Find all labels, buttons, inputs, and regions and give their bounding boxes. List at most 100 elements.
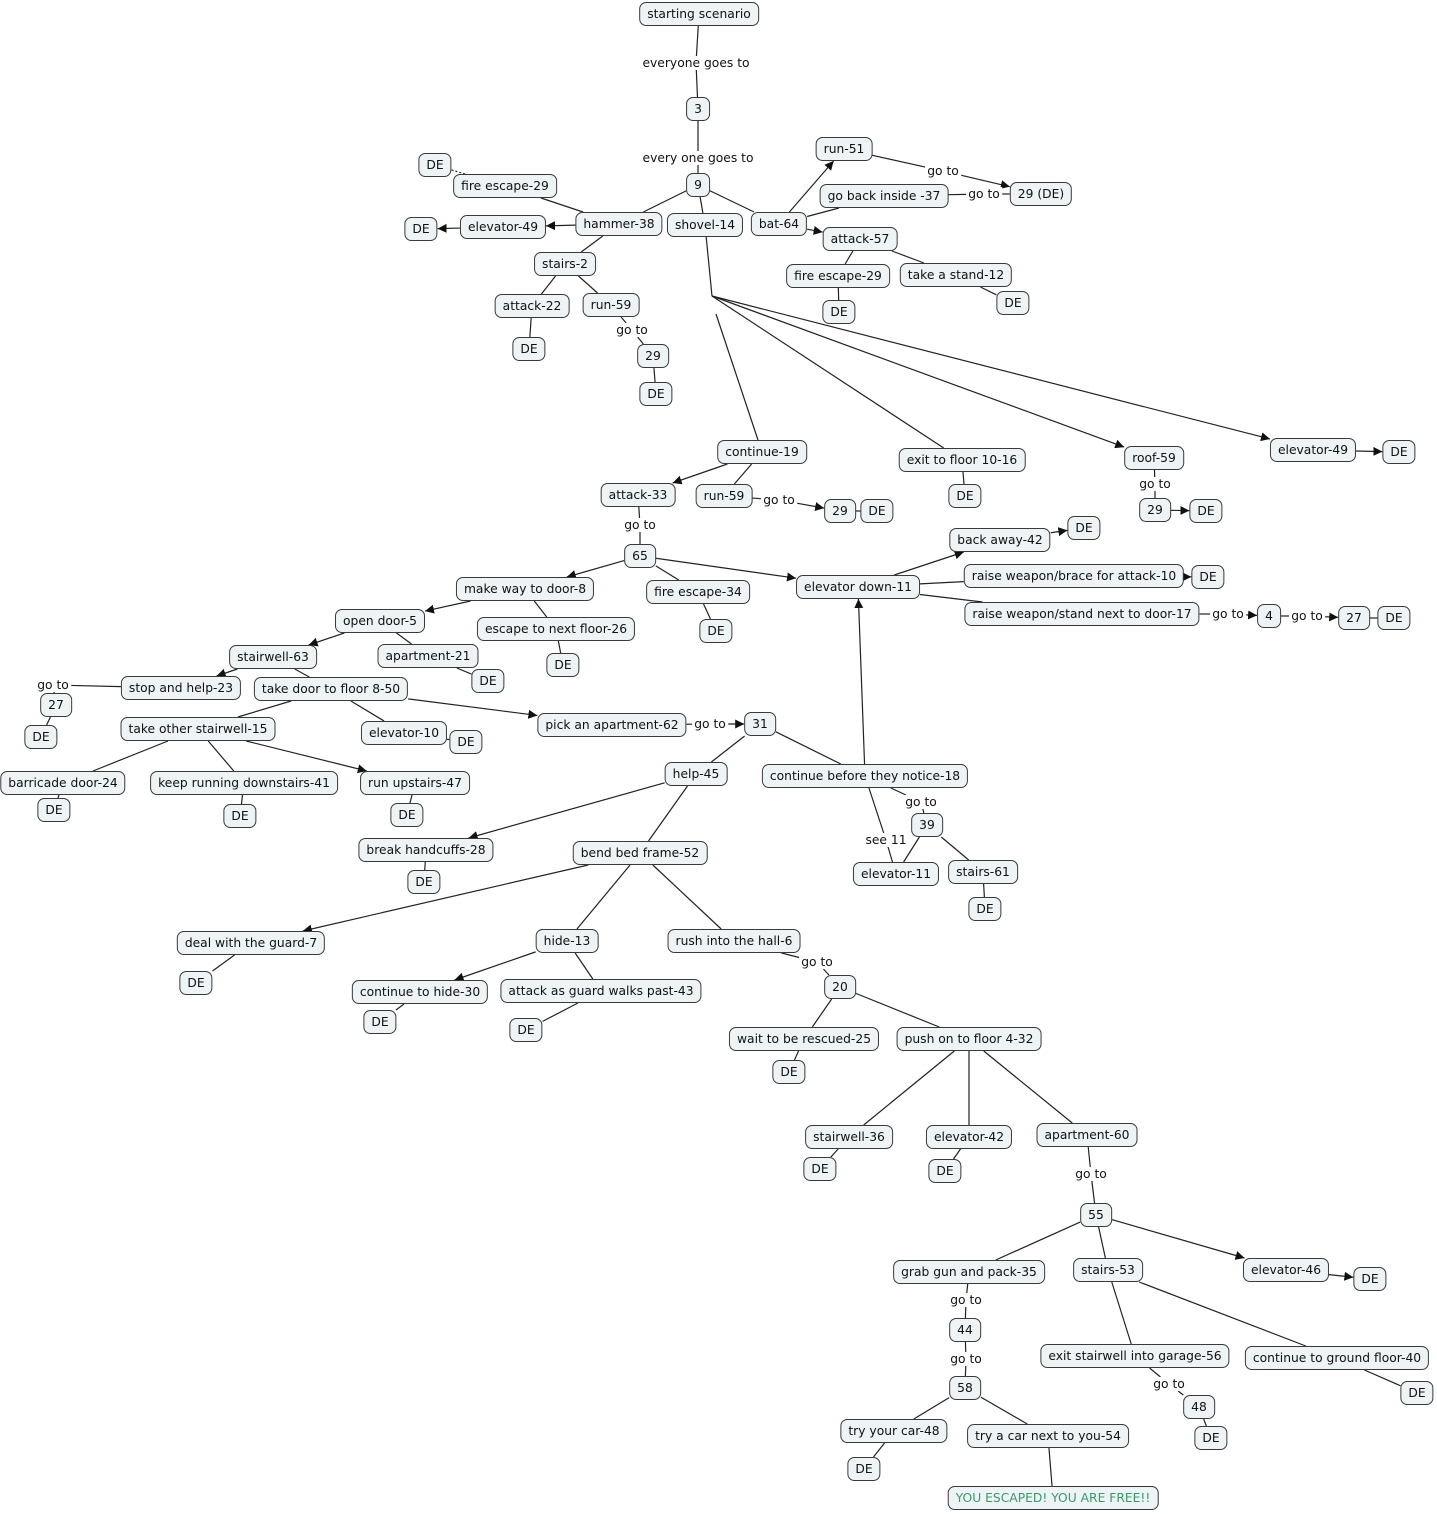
concept-node-elevator-49[interactable]: elevator-49 <box>459 215 547 239</box>
concept-node-65[interactable]: 65 <box>624 544 656 568</box>
de-node[interactable]: DE <box>860 499 894 523</box>
concept-node-stairwell-63[interactable]: stairwell-63 <box>229 645 317 669</box>
concept-node-fire-escape-34[interactable]: fire escape-34 <box>646 580 750 604</box>
concept-node-continue-to-ground-floor-40[interactable]: continue to ground floor-40 <box>1244 1346 1430 1370</box>
de-node[interactable]: DE <box>948 484 982 508</box>
concept-node-run-59[interactable]: run-59 <box>695 484 753 508</box>
concept-node-hide-13[interactable]: hide-13 <box>535 929 599 953</box>
concept-node-fire-escape-29[interactable]: fire escape-29 <box>786 264 890 288</box>
concept-node-29[interactable]: 29 <box>637 344 669 368</box>
de-node[interactable]: DE <box>803 1157 837 1181</box>
concept-node-27[interactable]: 27 <box>40 693 72 717</box>
concept-node-elevator-11[interactable]: elevator-11 <box>852 862 940 886</box>
concept-node-55[interactable]: 55 <box>1080 1203 1112 1227</box>
concept-node-exit-stairwell-into-garage-56[interactable]: exit stairwell into garage-56 <box>1040 1344 1230 1368</box>
concept-node-attack-33[interactable]: attack-33 <box>600 483 676 507</box>
concept-node-push-on-to-floor-4-32[interactable]: push on to floor 4-32 <box>896 1027 1042 1051</box>
de-node[interactable]: DE <box>223 804 257 828</box>
concept-node-elevator-42[interactable]: elevator-42 <box>925 1125 1013 1149</box>
concept-node-run-51[interactable]: run-51 <box>815 137 873 161</box>
concept-node-39[interactable]: 39 <box>911 813 943 837</box>
de-node[interactable]: DE <box>404 217 438 241</box>
de-node[interactable]: DE <box>968 897 1002 921</box>
concept-node-bend-bed-frame-52[interactable]: bend bed frame-52 <box>572 841 708 865</box>
concept-node-elevator-down-11[interactable]: elevator down-11 <box>796 575 920 599</box>
concept-node-elevator-10[interactable]: elevator-10 <box>360 721 448 745</box>
concept-node-continue-before-they-notice-18[interactable]: continue before they notice-18 <box>761 764 969 788</box>
de-node[interactable]: DE <box>996 291 1030 315</box>
concept-node-exit-to-floor-10-16[interactable]: exit to floor 10-16 <box>898 448 1026 472</box>
concept-node-bat-64[interactable]: bat-64 <box>750 212 808 236</box>
concept-node-31[interactable]: 31 <box>744 712 776 736</box>
concept-node-continue-19[interactable]: continue-19 <box>717 440 807 464</box>
concept-node-take-other-stairwell-15[interactable]: take other stairwell-15 <box>120 717 276 741</box>
de-node[interactable]: DE <box>928 1159 962 1183</box>
concept-node-raise-weapon-brace-for-attack-10[interactable]: raise weapon/brace for attack-10 <box>963 564 1185 588</box>
concept-node-3[interactable]: 3 <box>686 97 710 121</box>
concept-node-starting-scenario[interactable]: starting scenario <box>639 2 759 26</box>
concept-node-continue-to-hide-30[interactable]: continue to hide-30 <box>351 980 489 1004</box>
concept-node-try-a-car-next-to-you-54[interactable]: try a car next to you-54 <box>967 1424 1129 1448</box>
concept-node-rush-into-the-hall-6[interactable]: rush into the hall-6 <box>667 929 801 953</box>
concept-node-apartment-21[interactable]: apartment-21 <box>377 644 479 668</box>
concept-node-4[interactable]: 4 <box>1257 604 1281 628</box>
concept-node-go-back-inside-37[interactable]: go back inside -37 <box>819 184 949 208</box>
concept-node-48[interactable]: 48 <box>1183 1395 1215 1419</box>
de-node[interactable]: DE <box>407 870 441 894</box>
concept-node-pick-an-apartment-62[interactable]: pick an apartment-62 <box>537 713 687 737</box>
concept-node-keep-running-downstairs-41[interactable]: keep running downstairs-41 <box>150 771 338 795</box>
de-node[interactable]: DE <box>1382 440 1416 464</box>
concept-node-wait-to-be-rescued-25[interactable]: wait to be rescued-25 <box>728 1027 880 1051</box>
concept-node-hammer-38[interactable]: hammer-38 <box>575 212 663 236</box>
de-node[interactable]: DE <box>24 725 58 749</box>
concept-node-take-door-to-floor-8-50[interactable]: take door to floor 8-50 <box>253 677 409 701</box>
concept-node-fire-escape-29[interactable]: fire escape-29 <box>453 174 557 198</box>
de-node[interactable]: DE <box>1067 516 1101 540</box>
concept-node-shovel-14[interactable]: shovel-14 <box>666 213 744 237</box>
concept-node-9[interactable]: 9 <box>686 173 710 197</box>
de-node[interactable]: DE <box>179 971 213 995</box>
de-node[interactable]: DE <box>699 619 733 643</box>
concept-node-stairs-2[interactable]: stairs-2 <box>534 252 596 276</box>
de-node[interactable]: DE <box>418 153 452 177</box>
de-node[interactable]: DE <box>847 1457 881 1481</box>
concept-node-open-door-5[interactable]: open door-5 <box>335 609 425 633</box>
concept-node-try-your-car-48[interactable]: try your car-48 <box>840 1419 948 1443</box>
concept-node-44[interactable]: 44 <box>949 1318 981 1342</box>
concept-node-you-escaped-you-are-free[interactable]: YOU ESCAPED! YOU ARE FREE!! <box>947 1486 1159 1510</box>
concept-node-attack-as-guard-walks-past-43[interactable]: attack as guard walks past-43 <box>500 979 702 1003</box>
de-node[interactable]: DE <box>1194 1426 1228 1450</box>
de-node[interactable]: DE <box>509 1018 543 1042</box>
concept-node-stop-and-help-23[interactable]: stop and help-23 <box>120 676 242 700</box>
concept-node-stairs-53[interactable]: stairs-53 <box>1073 1258 1143 1282</box>
de-node[interactable]: DE <box>639 382 673 406</box>
concept-node-27[interactable]: 27 <box>1338 606 1370 630</box>
concept-node-deal-with-the-guard-7[interactable]: deal with the guard-7 <box>176 931 326 955</box>
concept-node-elevator-49[interactable]: elevator-49 <box>1269 438 1357 462</box>
concept-node-escape-to-next-floor-26[interactable]: escape to next floor-26 <box>476 617 636 641</box>
de-node[interactable]: DE <box>471 669 505 693</box>
concept-node-run-59[interactable]: run-59 <box>582 293 640 317</box>
concept-node-apartment-60[interactable]: apartment-60 <box>1036 1123 1138 1147</box>
concept-node-58[interactable]: 58 <box>949 1376 981 1400</box>
concept-node-break-handcuffs-28[interactable]: break handcuffs-28 <box>358 838 494 862</box>
concept-node-29[interactable]: 29 <box>1139 498 1171 522</box>
concept-node-barricade-door-24[interactable]: barricade door-24 <box>0 771 126 795</box>
concept-node-back-away-42[interactable]: back away-42 <box>949 528 1051 552</box>
concept-node-make-way-to-door-8[interactable]: make way to door-8 <box>455 577 595 601</box>
de-node[interactable]: DE <box>512 337 546 361</box>
concept-node-elevator-46[interactable]: elevator-46 <box>1242 1258 1330 1282</box>
concept-node-raise-weapon-stand-next-to-door-17[interactable]: raise weapon/stand next to door-17 <box>964 602 1200 626</box>
de-node[interactable]: DE <box>1353 1267 1387 1291</box>
concept-node-stairs-61[interactable]: stairs-61 <box>948 860 1018 884</box>
concept-node-roof-59[interactable]: roof-59 <box>1124 446 1184 470</box>
de-node[interactable]: DE <box>1191 565 1225 589</box>
concept-node-29[interactable]: 29 <box>824 499 856 523</box>
de-node[interactable]: DE <box>822 300 856 324</box>
de-node[interactable]: DE <box>363 1010 397 1034</box>
de-node[interactable]: DE <box>37 798 71 822</box>
concept-node-help-45[interactable]: help-45 <box>664 762 728 786</box>
de-node[interactable]: DE <box>390 803 424 827</box>
de-node[interactable]: DE <box>1377 606 1411 630</box>
de-node[interactable]: DE <box>1400 1381 1434 1405</box>
